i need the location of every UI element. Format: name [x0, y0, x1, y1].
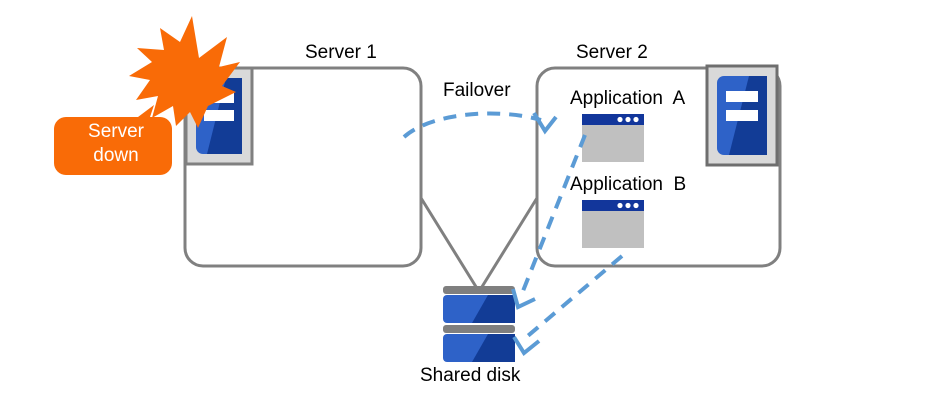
application-b-label: Application B: [570, 174, 687, 195]
server-down-line1: Server: [88, 121, 144, 142]
app-window-icon-a[interactable]: [582, 114, 644, 162]
lightning-burst-icon: [129, 16, 240, 128]
server2-title: Server 2: [576, 42, 648, 63]
server1-to-disk-line: [419, 166, 480, 291]
application-a-label: Application A: [570, 88, 686, 109]
server-down-line2: down: [93, 145, 139, 166]
shared-disk-label: Shared disk: [420, 365, 521, 386]
server-down-callout[interactable]: [54, 105, 172, 175]
app-window-icon-b[interactable]: [582, 200, 644, 248]
app-a-to-disk-arrow: [511, 134, 587, 310]
failover-label: Failover: [443, 80, 511, 101]
server-icon-2[interactable]: [705, 64, 779, 167]
app-b-to-disk-arrow: [512, 254, 624, 356]
server-down-label: Server down: [68, 120, 164, 168]
server1-title: Server 1: [305, 42, 377, 63]
shared-disk-icon[interactable]: [443, 286, 515, 362]
failover-arrow: [402, 111, 558, 139]
server2-to-disk-line: [478, 166, 539, 291]
